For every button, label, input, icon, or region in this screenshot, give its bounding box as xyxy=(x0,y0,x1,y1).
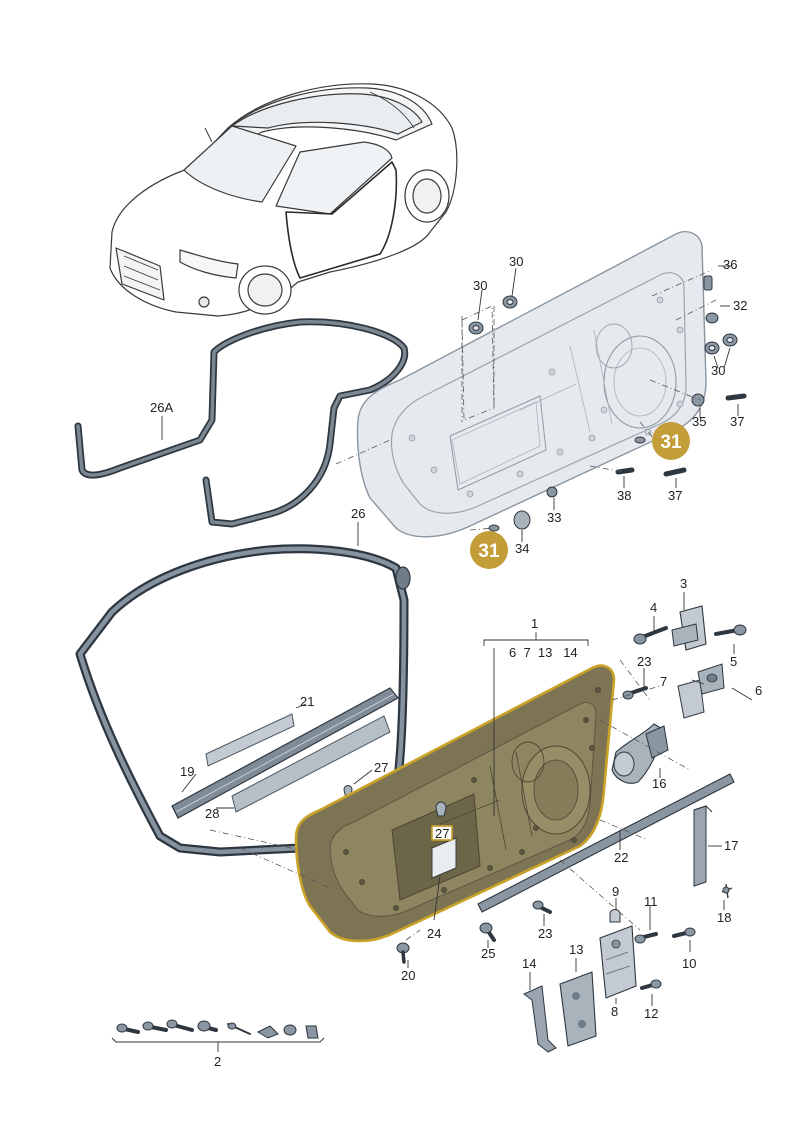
label-group-1: 6 7 13 14 xyxy=(509,645,578,660)
nut-30-a xyxy=(468,321,484,335)
screw-25 xyxy=(479,922,496,942)
label-27-left: 27 xyxy=(374,760,388,775)
badge-31-right-text: 31 xyxy=(660,432,682,453)
label-28: 28 xyxy=(205,806,219,821)
label-12: 12 xyxy=(644,1006,658,1021)
screw-10 xyxy=(672,927,696,938)
bracket-24 xyxy=(431,837,457,879)
plug-35 xyxy=(691,393,705,407)
label-14: 14 xyxy=(522,956,536,971)
lock-8 xyxy=(599,925,637,999)
clip-31 xyxy=(488,436,646,532)
rod-22 xyxy=(477,773,735,913)
label-3: 3 xyxy=(680,576,687,591)
label-4: 4 xyxy=(650,600,657,615)
label-23-bottom: 23 xyxy=(538,926,552,941)
label-25: 25 xyxy=(481,946,495,961)
bracket-14 xyxy=(523,985,557,1053)
nut-32 xyxy=(705,312,719,324)
label-5: 5 xyxy=(730,654,737,669)
check-strap-16 xyxy=(611,723,669,784)
label-30-b: 30 xyxy=(473,278,487,293)
plug-33 xyxy=(546,486,558,498)
label-24: 24 xyxy=(427,926,441,941)
fastener-set-2 xyxy=(116,1019,319,1039)
bolt-37-b xyxy=(663,467,687,477)
door-shell-ghost xyxy=(356,230,707,538)
lock-plate-13 xyxy=(559,971,597,1047)
badge-31-left-text: 31 xyxy=(478,541,500,562)
label-10: 10 xyxy=(682,956,696,971)
sill-trims xyxy=(171,687,399,819)
rods xyxy=(477,773,735,913)
label-26A: 26A xyxy=(150,400,173,415)
door-assembly-highlighted xyxy=(294,664,616,943)
badge-31-right: 31 xyxy=(652,422,690,460)
nut-30-d xyxy=(722,333,738,347)
label-35: 35 xyxy=(692,414,706,429)
label-7: 7 xyxy=(660,674,667,689)
part-labels: 30 30 36 32 30 30 35 37 37 38 33 34 26A … xyxy=(150,254,762,1069)
window-channel-seal xyxy=(74,318,409,528)
car-illustration xyxy=(109,83,458,317)
label-16: 16 xyxy=(652,776,666,791)
label-9: 9 xyxy=(612,884,619,899)
label-2: 2 xyxy=(214,1054,221,1069)
label-20: 20 xyxy=(401,968,415,983)
plug-34 xyxy=(513,510,531,530)
rod-17 xyxy=(693,805,707,887)
hinge-parts xyxy=(633,605,747,719)
trim-21 xyxy=(205,713,295,767)
label-19: 19 xyxy=(180,764,194,779)
label-1: 1 xyxy=(531,616,538,631)
screw-23-top xyxy=(622,686,648,700)
label-37-b: 37 xyxy=(668,488,682,503)
screw-20 xyxy=(396,942,410,964)
label-11: 11 xyxy=(644,894,658,909)
door-frame-seal xyxy=(75,544,411,857)
label-38: 38 xyxy=(617,488,631,503)
leader-lines xyxy=(111,265,753,1052)
label-30-a: 30 xyxy=(509,254,523,269)
label-27-door: 27 xyxy=(435,826,449,841)
label-33: 33 xyxy=(547,510,561,525)
screw-23-bottom xyxy=(532,900,552,914)
clip-36 xyxy=(703,275,713,291)
hinge-6 xyxy=(677,679,705,719)
label-32: 32 xyxy=(733,298,747,313)
label-13: 13 xyxy=(569,942,583,957)
label-30-c: 30 xyxy=(711,363,725,378)
label-23-top: 23 xyxy=(637,654,651,669)
label-21: 21 xyxy=(300,694,314,709)
bolt-37-a xyxy=(725,393,747,401)
label-36: 36 xyxy=(723,257,737,272)
label-6: 6 xyxy=(755,683,762,698)
nut-30-c xyxy=(704,341,720,355)
reference-lines xyxy=(209,269,717,941)
screw-11 xyxy=(634,932,658,944)
trim-28 xyxy=(231,715,391,813)
label-8: 8 xyxy=(611,1004,618,1019)
label-34: 34 xyxy=(515,541,529,556)
screw-12 xyxy=(640,979,662,990)
lock-parts xyxy=(523,909,637,1053)
badge-31-left: 31 xyxy=(470,531,508,569)
label-18: 18 xyxy=(717,910,731,925)
pin-18 xyxy=(721,883,733,899)
label-37-a: 37 xyxy=(730,414,744,429)
nut-30-b xyxy=(502,295,518,309)
label-17: 17 xyxy=(724,838,738,853)
label-22: 22 xyxy=(614,850,628,865)
label-26: 26 xyxy=(351,506,365,521)
fasteners xyxy=(396,275,747,990)
